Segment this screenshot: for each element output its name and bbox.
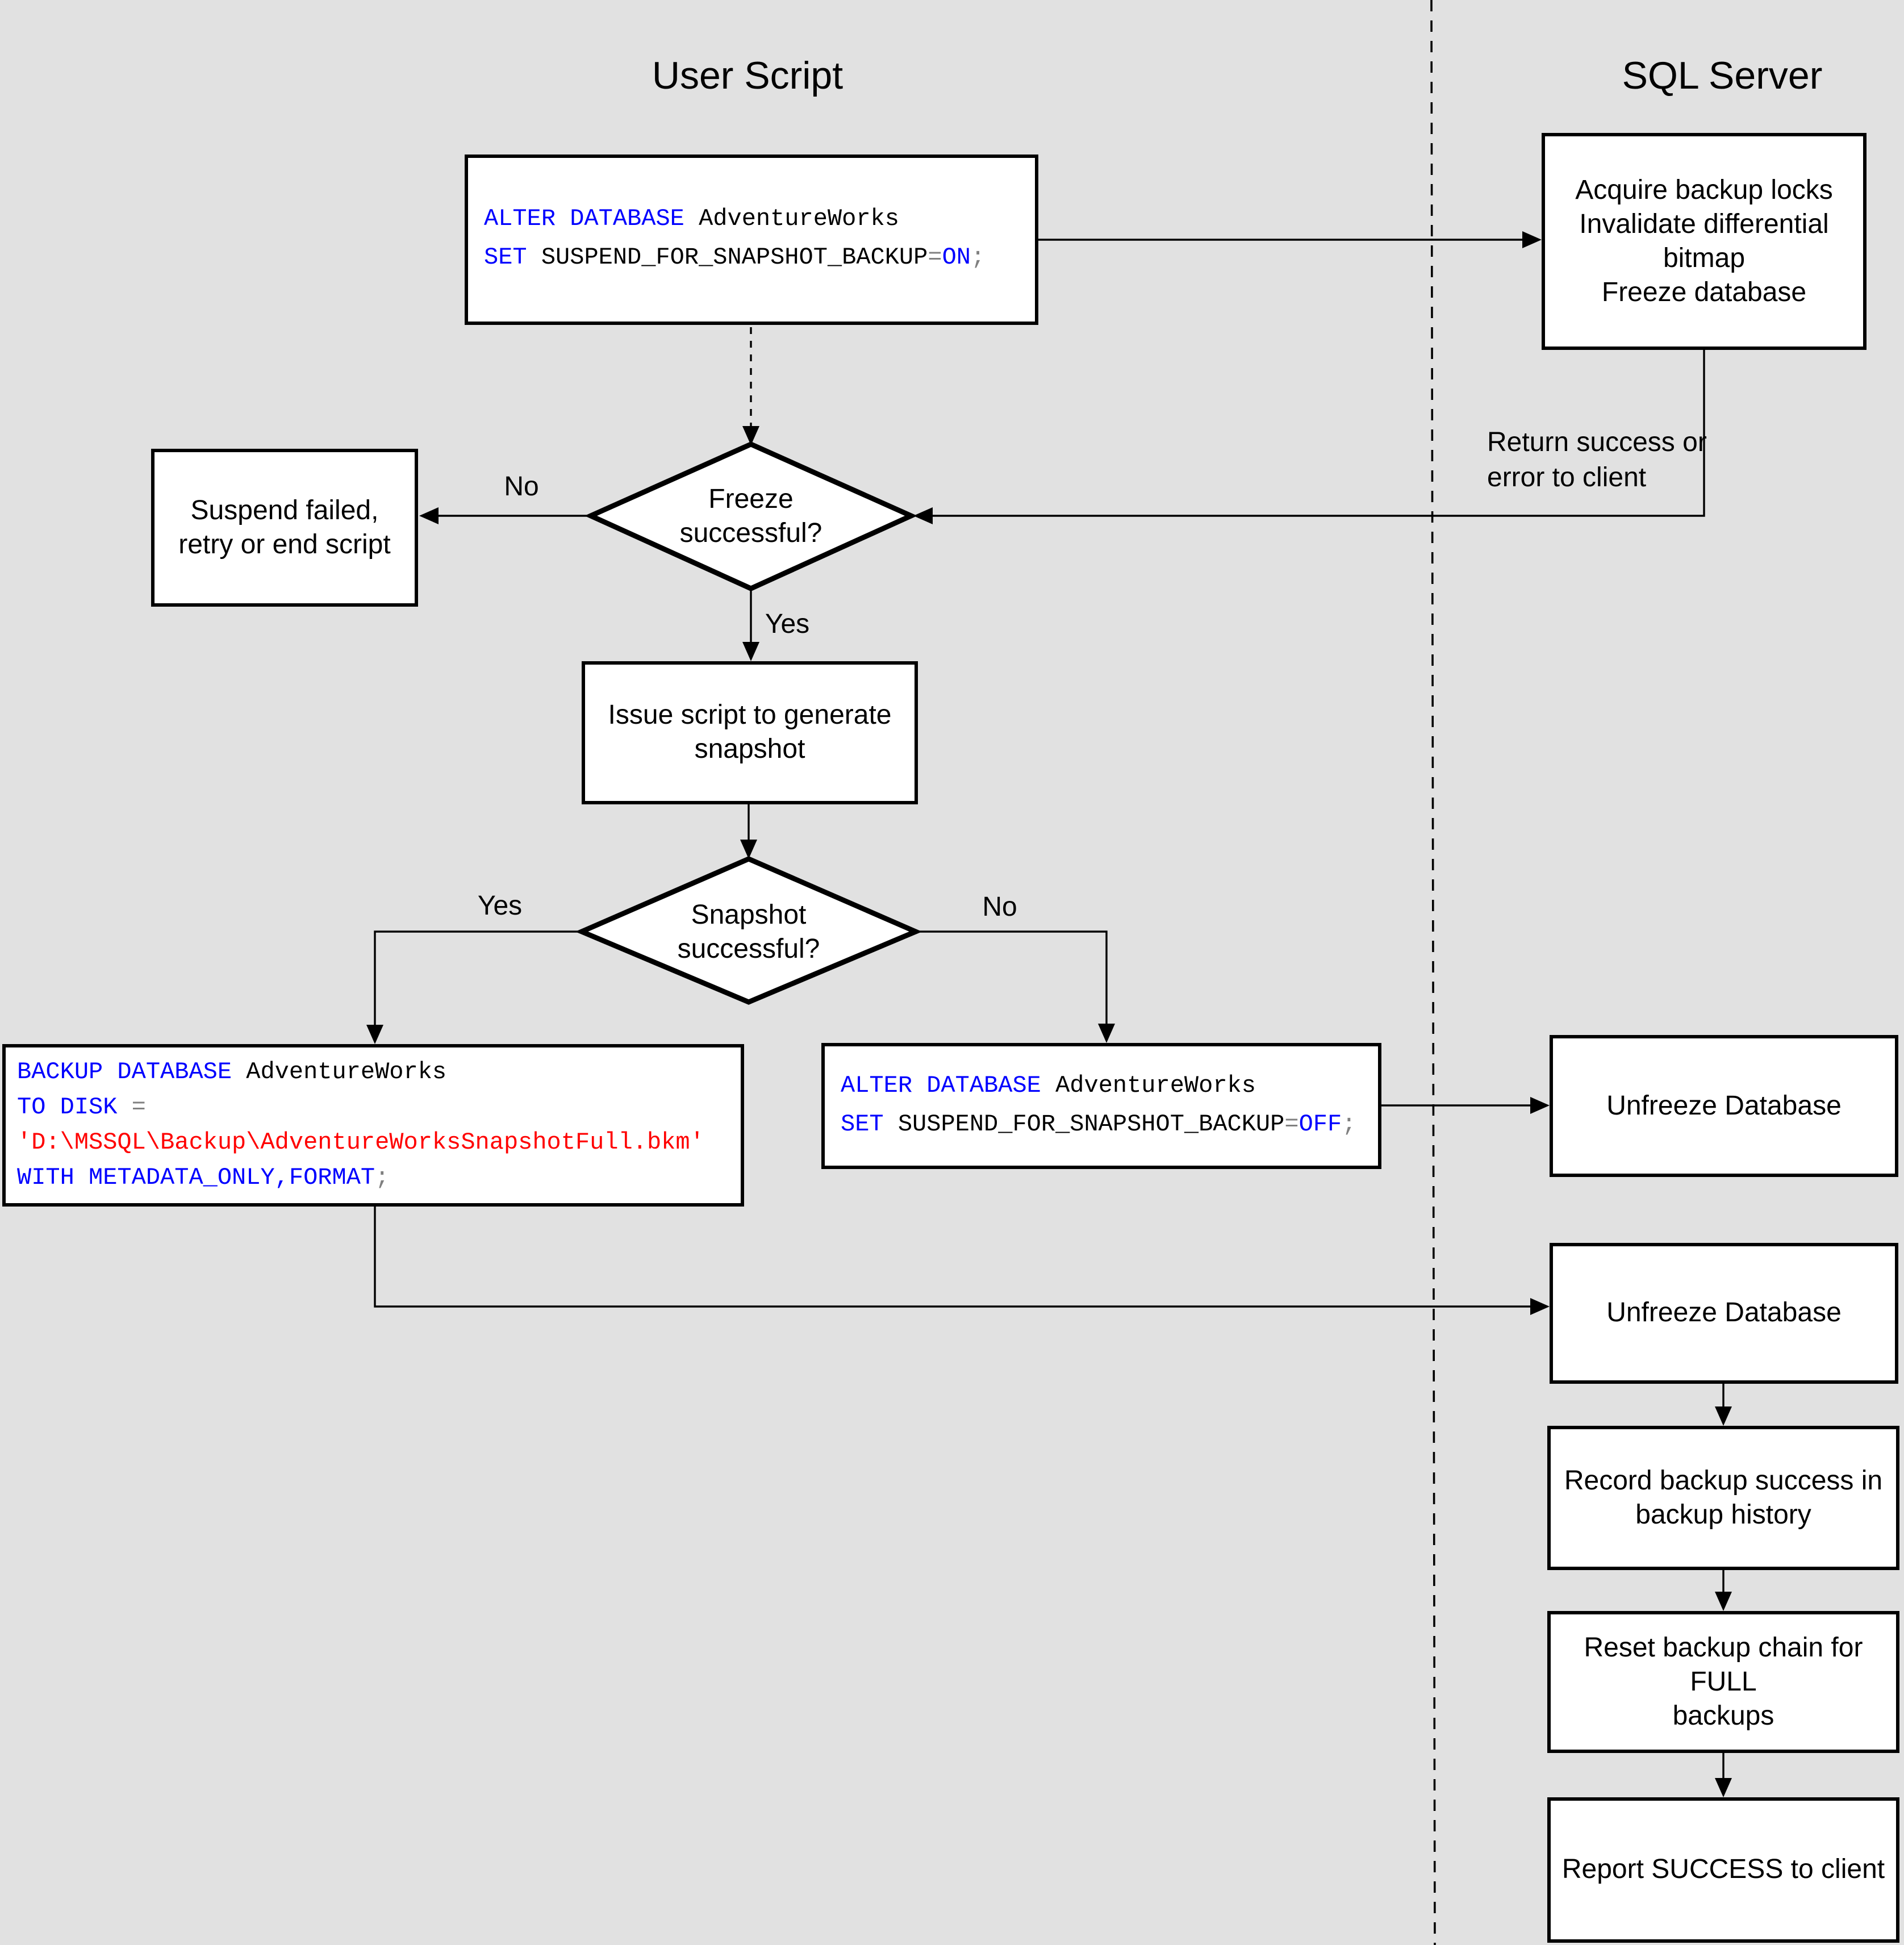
label-snapshot-decision: Snapshot successful? xyxy=(635,884,862,980)
note-line: Return success or xyxy=(1487,427,1707,458)
node-text-line: Suspend failed, xyxy=(190,495,379,525)
node-text-line: Reset backup chain for FULL xyxy=(1584,1632,1863,1697)
arrowhead-unfreeze1 xyxy=(1530,1097,1550,1114)
arrowhead-unfreeze2 xyxy=(1530,1298,1550,1315)
node-reset-backup-chain: Reset backup chain for FULL backups xyxy=(1547,1611,1899,1753)
node-text-line: backup history xyxy=(1635,1499,1811,1530)
code-line: 'D:\MSSQL\Backup\AdventureWorksSnapshotF… xyxy=(17,1130,704,1156)
code-line: BACKUP DATABASE AdventureWorks xyxy=(17,1059,447,1086)
node-report-success: Report SUCCESS to client xyxy=(1547,1797,1899,1943)
code-line: WITH METADATA_ONLY,FORMAT; xyxy=(17,1165,390,1191)
diamond-text-line: successful? xyxy=(679,517,822,548)
arrowhead-alteroff xyxy=(1098,1024,1115,1043)
diamond-text-line: successful? xyxy=(677,933,820,964)
node-issue-script: Issue script to generate snapshot xyxy=(582,661,918,804)
node-text-line: Record backup success in xyxy=(1564,1465,1883,1496)
node-alter-suspend-on: ALTER DATABASE AdventureWorks SET SUSPEN… xyxy=(465,155,1038,325)
label-freeze-yes: Yes xyxy=(765,609,810,640)
arrowhead-suspend xyxy=(419,507,439,524)
arrowhead-acquire xyxy=(1522,231,1542,248)
node-text-line: Unfreeze Database xyxy=(1606,1090,1842,1121)
label-freeze-no: No xyxy=(504,471,539,502)
code-line: ALTER DATABASE AdventureWorks xyxy=(841,1073,1256,1099)
node-text-line: Unfreeze Database xyxy=(1606,1297,1842,1328)
edge-snapshot-no xyxy=(916,930,1108,1027)
diamond-text-line: Freeze xyxy=(708,483,794,514)
code-line: TO DISK = xyxy=(17,1095,146,1121)
label-snapshot-yes: Yes xyxy=(477,891,523,921)
label-freeze-decision: Freeze successful? xyxy=(637,468,865,565)
arrowhead-record xyxy=(1715,1406,1732,1426)
label-return-success-note: Return success or error to client xyxy=(1487,425,1707,495)
edge-acquire-to-freeze xyxy=(933,350,1705,517)
node-text-line: snapshot xyxy=(694,734,805,765)
node-text-line: Freeze database xyxy=(1601,277,1807,307)
edge-backup-to-unfreeze2 xyxy=(374,1207,1534,1308)
arrowhead-freeze-right xyxy=(913,507,933,524)
code-line: SET SUSPEND_FOR_SNAPSHOT_BACKUP=ON; xyxy=(484,245,986,272)
code-line: SET SUSPEND_FOR_SNAPSHOT_BACKUP=OFF; xyxy=(841,1112,1356,1138)
lane-title-sql-server: SQL Server xyxy=(1622,55,1823,98)
note-line: error to client xyxy=(1487,462,1647,493)
lane-title-user-script: User Script xyxy=(652,55,844,98)
node-text-line: backups xyxy=(1672,1700,1774,1731)
edge-snapshot-yes xyxy=(374,930,582,1028)
diamond-text-line: Snapshot xyxy=(691,899,807,930)
node-text-line: Acquire backup locks xyxy=(1575,174,1833,205)
arrowhead-freeze-top xyxy=(742,426,759,445)
node-text-line: bitmap xyxy=(1663,243,1746,273)
lane-divider-dashed-line xyxy=(1430,0,1436,1945)
node-suspend-failed: Suspend failed, retry or end script xyxy=(151,449,418,607)
arrowhead-reset xyxy=(1715,1592,1732,1611)
arrowhead-issue xyxy=(742,642,759,661)
arrowhead-backup xyxy=(366,1025,383,1044)
node-text-line: Issue script to generate xyxy=(608,700,892,731)
snapshot-decision-diamond xyxy=(575,856,922,1005)
node-text-line: retry or end script xyxy=(178,529,391,560)
node-text-line: Invalidate differential xyxy=(1579,208,1829,239)
node-unfreeze-database-2: Unfreeze Database xyxy=(1550,1243,1898,1384)
arrowhead-report xyxy=(1715,1778,1732,1797)
code-line: ALTER DATABASE AdventureWorks xyxy=(484,207,899,233)
node-acquire-backup-locks: Acquire backup locks Invalidate differen… xyxy=(1542,133,1867,350)
node-unfreeze-database-1: Unfreeze Database xyxy=(1550,1035,1898,1177)
freeze-decision-diamond xyxy=(584,441,917,591)
node-text-line: Report SUCCESS to client xyxy=(1561,1854,1885,1885)
arrowhead-snapshot-top xyxy=(740,840,757,859)
node-backup-database: BACKUP DATABASE AdventureWorks TO DISK =… xyxy=(2,1044,744,1207)
node-record-backup-success: Record backup success in backup history xyxy=(1547,1426,1899,1570)
node-alter-suspend-off: ALTER DATABASE AdventureWorks SET SUSPEN… xyxy=(821,1043,1381,1169)
label-snapshot-no: No xyxy=(982,892,1017,923)
